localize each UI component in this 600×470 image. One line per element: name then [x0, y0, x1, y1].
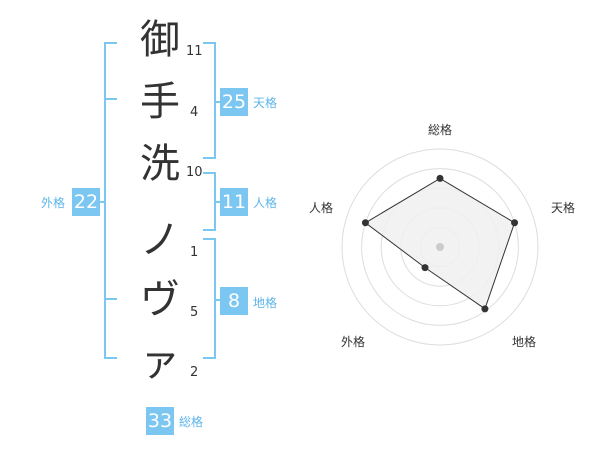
radar-axis-label-jinkaku: 人格 [309, 201, 334, 215]
name-char-3: 洗 [140, 141, 180, 187]
name-char-2: 手 [140, 79, 180, 125]
chikaku-bracket [203, 238, 216, 359]
chikaku-label: 地格 [253, 296, 278, 310]
gaikaku-inner-tick-2 [104, 298, 117, 300]
radar-chart [341, 148, 539, 346]
radar-point-3 [481, 305, 489, 313]
radar-grid-circle [361, 168, 519, 326]
radar-point-5 [361, 219, 369, 227]
name-char-5: ヴ [140, 277, 180, 323]
tenkaku-value: 25 [220, 88, 248, 116]
radar-axis-label-gaikaku: 外格 [341, 335, 366, 349]
radar-center-dot [436, 243, 444, 251]
jinkaku-label: 人格 [253, 196, 278, 210]
soukaku-label: 総格 [179, 415, 204, 429]
name-char-4: ノ [140, 217, 180, 263]
stroke-count-2: 4 [190, 105, 199, 120]
soukaku-value: 33 [146, 407, 174, 435]
stroke-count-4: 1 [190, 245, 199, 260]
jinkaku-value: 11 [220, 188, 248, 216]
gaikaku-bracket-tick [98, 201, 106, 203]
stroke-count-3: 10 [186, 165, 203, 180]
stroke-count-5: 5 [190, 305, 199, 320]
radar-point-4 [421, 264, 429, 272]
radar-grid-circle [341, 148, 539, 346]
jinkaku-bracket-tick [214, 201, 223, 203]
chikaku-value: 8 [220, 287, 248, 315]
gaikaku-label: 外格 [41, 196, 66, 210]
radar-axis-label-soukaku: 総格 [428, 123, 453, 137]
tenkaku-bracket [203, 42, 216, 159]
chikaku-bracket-tick [214, 299, 223, 301]
gaikaku-inner-tick-1 [104, 98, 117, 100]
radar-point-1 [436, 174, 444, 182]
stroke-count-6: 2 [190, 365, 199, 380]
radar-point-2 [511, 219, 519, 227]
name-char-1: 御 [140, 17, 180, 63]
tenkaku-bracket-tick [214, 101, 223, 103]
radar-axis-label-chikaku: 地格 [512, 335, 537, 349]
gaikaku-value: 22 [72, 188, 100, 216]
gaikaku-bracket [104, 42, 117, 359]
name-char-6: ァ [140, 339, 180, 385]
stroke-count-1: 11 [186, 44, 203, 59]
tenkaku-label: 天格 [253, 96, 278, 110]
radar-axis-label-tenkaku: 天格 [551, 201, 576, 215]
